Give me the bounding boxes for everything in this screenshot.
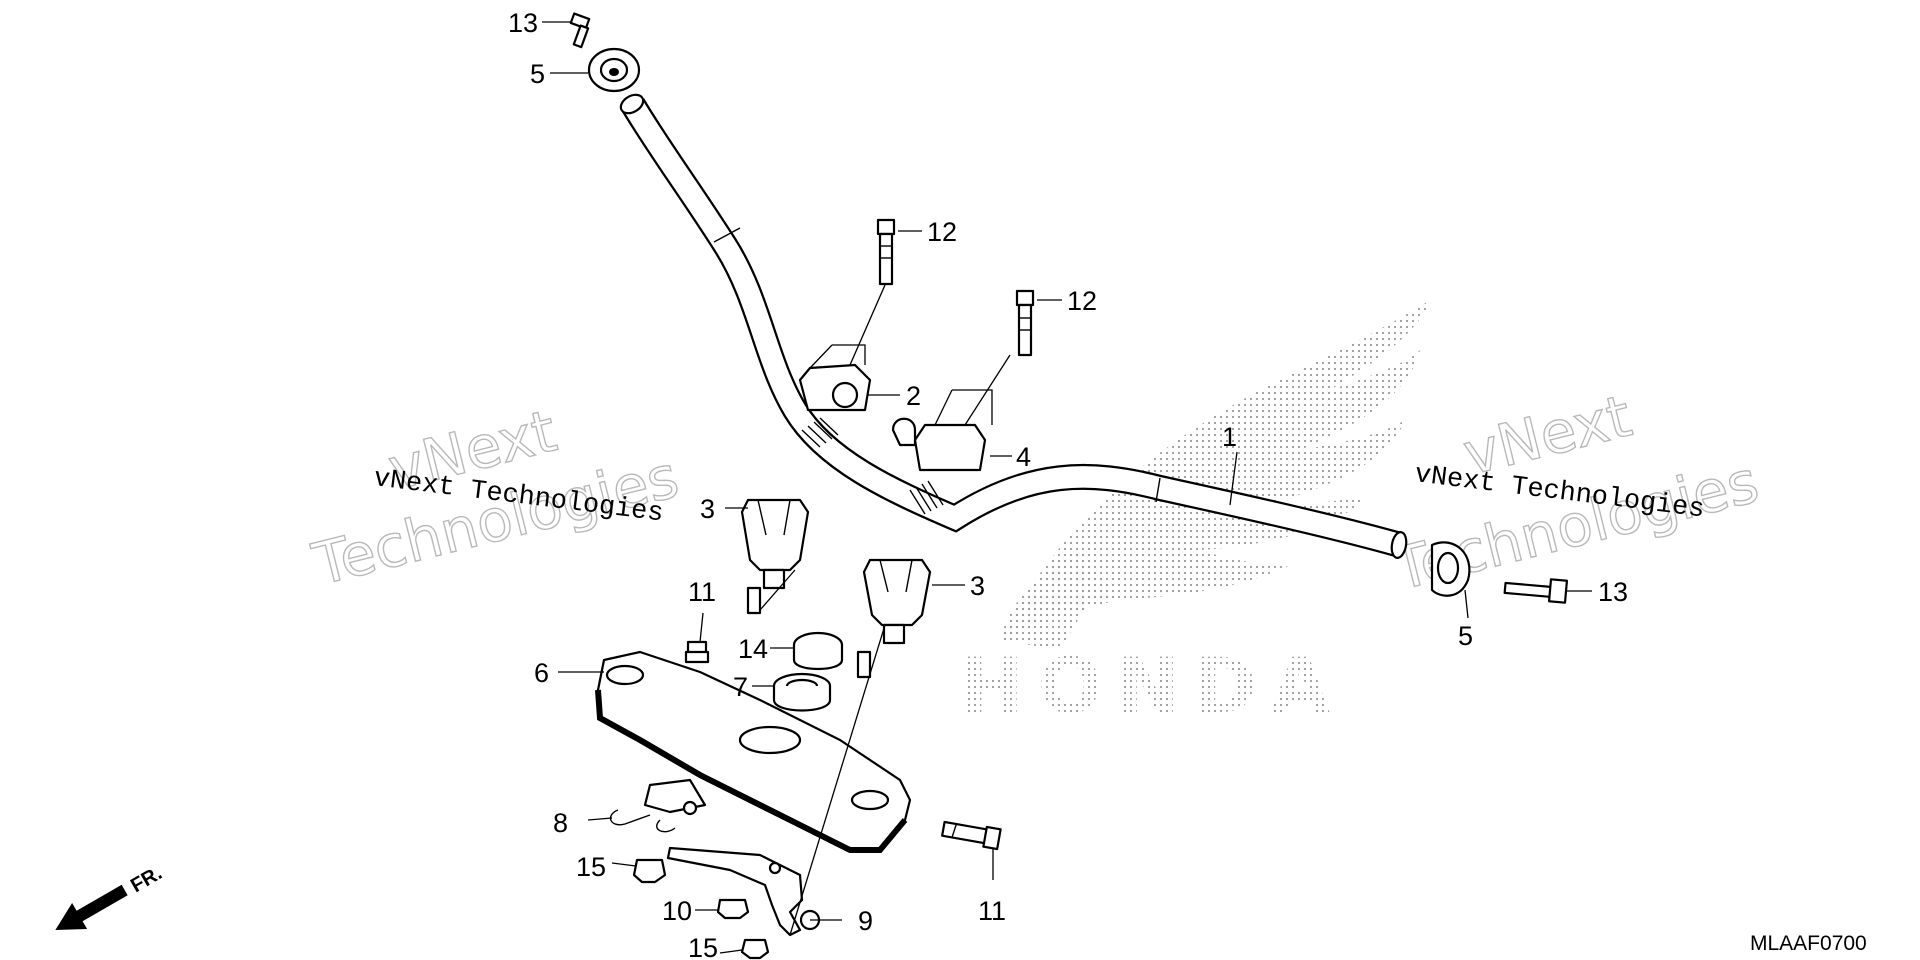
- nut-10: [716, 898, 750, 920]
- callout-6: 6: [534, 658, 549, 688]
- callout-5: 5: [1458, 621, 1473, 651]
- callout-10: 10: [662, 896, 692, 926]
- handlebar-end-bolt-right: [1503, 578, 1569, 604]
- stem-nut-14: [792, 631, 844, 670]
- callout-3: 3: [970, 571, 985, 601]
- handlebar-end-weight-right: [1430, 541, 1471, 597]
- callout-11: 11: [978, 896, 1006, 926]
- callout-11: 11: [688, 577, 716, 607]
- handlebar-end-weight-top: [587, 47, 641, 93]
- honda-wing-watermark: HONDA: [960, 300, 1430, 730]
- top-bridge: [595, 650, 912, 853]
- upper-holder-4: [891, 389, 993, 472]
- callout-7: 7: [733, 672, 748, 702]
- callout-1: 1: [1222, 422, 1237, 452]
- upper-holder-2: [798, 344, 872, 412]
- honda-brand-watermark: HONDA: [960, 641, 1344, 730]
- callout-15: 15: [688, 933, 718, 960]
- handlebar-end-bolt-top: [569, 12, 591, 49]
- handlebar-pipe: [619, 93, 1408, 559]
- callout-labels: 13 5 12 12 2 4 1 3 3 11 14 7 6 5 13 8 15…: [508, 8, 1628, 960]
- callout-8: 8: [553, 808, 568, 838]
- callout-4: 4: [1016, 442, 1031, 472]
- callout-12: 12: [1067, 286, 1097, 316]
- callout-5: 5: [530, 59, 545, 89]
- diagram-code: MLAAF0700: [1750, 932, 1867, 955]
- nut-15-lower: [740, 938, 770, 960]
- washer-7: [772, 672, 832, 712]
- callout-15: 15: [576, 852, 606, 882]
- callout-3: 3: [700, 494, 715, 524]
- callout-13: 13: [508, 8, 538, 38]
- callout-14: 14: [738, 634, 768, 664]
- front-direction-arrow: FR.: [55, 862, 166, 930]
- wire-clamp-8: [609, 778, 707, 833]
- holder-bolt-a: [876, 218, 896, 286]
- vnext-watermark-left: vNext Technologies vNext Technologies: [305, 396, 685, 600]
- lower-holder-right: [856, 558, 932, 679]
- front-label: FR.: [127, 862, 166, 897]
- callout-9: 9: [858, 906, 873, 936]
- holder-bolt-b: [1015, 289, 1035, 357]
- nut-15-upper: [632, 858, 667, 884]
- callout-13: 13: [1598, 577, 1628, 607]
- lower-holder-left: [740, 498, 810, 615]
- nut-11-upper: [684, 640, 710, 664]
- bolt-11-lower: [941, 820, 1002, 851]
- leader-lines: [542, 21, 1592, 954]
- callout-12: 12: [927, 217, 957, 247]
- callout-2: 2: [906, 381, 921, 411]
